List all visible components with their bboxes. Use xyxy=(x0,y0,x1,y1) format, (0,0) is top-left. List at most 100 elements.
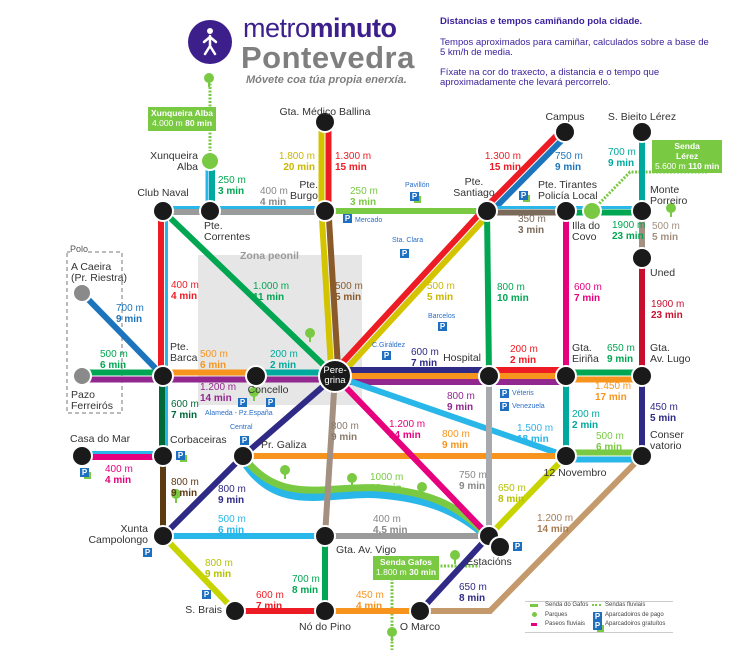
station-label-peregrina[interactable]: Pere- grina xyxy=(323,365,347,386)
station-label-ballina[interactable]: Gta. Médico Ballina xyxy=(279,106,371,118)
free-parking-icon[interactable]: P xyxy=(410,192,419,201)
station-avvigo[interactable] xyxy=(314,525,336,547)
paid-parking-icon[interactable]: P xyxy=(238,398,247,407)
time: 9 min xyxy=(447,401,474,413)
distance: 1.200 m xyxy=(200,382,237,393)
distance: 800 m xyxy=(171,477,199,488)
station-hospital[interactable] xyxy=(478,365,500,387)
paid-parking-icon[interactable]: P xyxy=(500,389,509,398)
station-label-pazo[interactable]: Pazo Ferreirós xyxy=(71,389,114,413)
station-label-conserv[interactable]: Conser vatorio xyxy=(650,429,684,453)
paid-parking-icon[interactable]: P xyxy=(500,402,509,411)
station-sbrais[interactable] xyxy=(224,600,246,622)
station-estacions-train[interactable] xyxy=(489,536,511,558)
station-label-casamar[interactable]: Casa do Mar xyxy=(70,433,131,445)
free-parking-icon[interactable]: P xyxy=(519,191,528,200)
station-ballina[interactable] xyxy=(314,111,336,133)
station-label-tirantes[interactable]: Pte. Tirantes Policía Local xyxy=(538,179,598,203)
station-uned[interactable] xyxy=(631,247,653,269)
station-label-galiza[interactable]: Pr. Galiza xyxy=(261,439,307,451)
station-label-monte[interactable]: Monte Porreiro xyxy=(650,184,688,208)
station-casamar[interactable] xyxy=(71,445,93,467)
station-label-concello[interactable]: Concello xyxy=(247,384,289,396)
station-label-xunqueira[interactable]: Xunqueira Alba xyxy=(150,150,198,174)
station-bieito[interactable] xyxy=(631,121,653,143)
station-label-burgo[interactable]: Pte. Burgo xyxy=(289,179,318,203)
station-label-eirina[interactable]: Gta. Eiriña xyxy=(572,342,599,366)
paid-parking-icon[interactable]: P xyxy=(400,249,409,258)
station-naval[interactable] xyxy=(152,200,174,222)
paid-parking-icon[interactable]: P xyxy=(382,351,391,360)
station-label-nov12[interactable]: 12 Novembro xyxy=(543,467,607,479)
station-conserv[interactable] xyxy=(631,445,653,467)
distance: 500 m xyxy=(596,431,624,442)
station-label-illa[interactable]: Illa do Covo xyxy=(572,220,601,244)
station-label-santiago[interactable]: Pte. Santiago xyxy=(453,176,495,200)
station-label-hospital[interactable]: Hospital xyxy=(443,352,481,364)
paid-parking-icon[interactable]: P xyxy=(438,322,447,331)
distance: 400 m xyxy=(373,514,401,525)
station-nopino[interactable] xyxy=(314,600,336,622)
distance: 800 m xyxy=(205,558,233,569)
station-campus[interactable] xyxy=(554,121,576,143)
station-correntes[interactable] xyxy=(199,200,221,222)
station-corb[interactable] xyxy=(152,445,174,467)
station-label-corb[interactable]: Corbaceiras xyxy=(170,434,227,446)
station-tirantes[interactable] xyxy=(555,200,577,222)
station-eirina[interactable] xyxy=(555,365,577,387)
paid-parking-icon[interactable]: P xyxy=(343,214,352,223)
paid-parking-icon[interactable]: P xyxy=(202,590,211,599)
station-label-sbrais[interactable]: S. Brais xyxy=(185,604,222,616)
legend-gafos: Senda do Gafos xyxy=(545,602,589,608)
station-marco[interactable] xyxy=(409,600,431,622)
paid-parking-icon[interactable]: P xyxy=(240,436,249,445)
station-label-xunta[interactable]: Xunta Campolongo xyxy=(88,523,148,547)
station-label-uned[interactable]: Uned xyxy=(650,267,676,279)
distance: 1.800 m xyxy=(278,151,315,162)
route-marco-estac xyxy=(417,533,492,614)
station-barca[interactable] xyxy=(152,365,174,387)
legend-senda-icon xyxy=(592,604,601,606)
park-node-xunqueira[interactable] xyxy=(200,151,220,171)
station-label-nopino[interactable]: Nó do Pino xyxy=(299,621,351,633)
station-nov12[interactable] xyxy=(555,445,577,467)
paid-parking-icon[interactable]: P xyxy=(513,542,522,551)
park-node-illa[interactable] xyxy=(582,201,602,221)
station-label-barca[interactable]: Pte. Barca xyxy=(170,341,198,365)
station-monte[interactable] xyxy=(631,200,653,222)
distance: 500 m xyxy=(218,514,246,525)
station-label-marco[interactable]: O Marco xyxy=(399,621,441,633)
route-estac-nov12 xyxy=(486,453,569,539)
station-galiza[interactable] xyxy=(232,445,254,467)
station-concello[interactable] xyxy=(245,365,267,387)
station-peregrina[interactable] xyxy=(318,359,352,393)
station-burgo[interactable] xyxy=(314,200,336,222)
paid-parking-icon[interactable]: P xyxy=(143,548,152,557)
time: 15 min xyxy=(489,161,521,173)
station-xunta[interactable] xyxy=(152,525,174,547)
paid-parking-icon[interactable]: P xyxy=(593,612,602,621)
station-santiago[interactable] xyxy=(476,200,498,222)
station-lugo[interactable] xyxy=(631,365,653,387)
station-label-correntes[interactable]: Pte. Correntes xyxy=(204,220,251,244)
station-label-bieito[interactable]: S. Bieito Lérez xyxy=(607,111,677,123)
station-pazo[interactable] xyxy=(72,366,92,386)
free-parking-icon[interactable]: P xyxy=(176,451,185,460)
station-caeira[interactable] xyxy=(72,283,92,303)
paid-parking-icon[interactable]: P xyxy=(266,398,275,407)
free-parking-icon[interactable]: P xyxy=(593,621,602,630)
time: 2 min xyxy=(510,354,537,366)
station-label-estac[interactable]: Estacións xyxy=(466,556,512,568)
senda-time: 30 min xyxy=(409,566,437,577)
station-label-caeira[interactable]: A Caeira (Pr. Riestra) xyxy=(71,261,128,285)
station-label-campus[interactable]: Campus xyxy=(545,111,585,123)
free-parking-icon[interactable]: P xyxy=(80,468,89,477)
station-label-naval[interactable]: Club Naval xyxy=(137,187,189,199)
station-label-lugo[interactable]: Gta. Av. Lugo xyxy=(650,342,691,366)
station-label-avvigo[interactable]: Gta. Av. Vigo xyxy=(336,544,397,556)
